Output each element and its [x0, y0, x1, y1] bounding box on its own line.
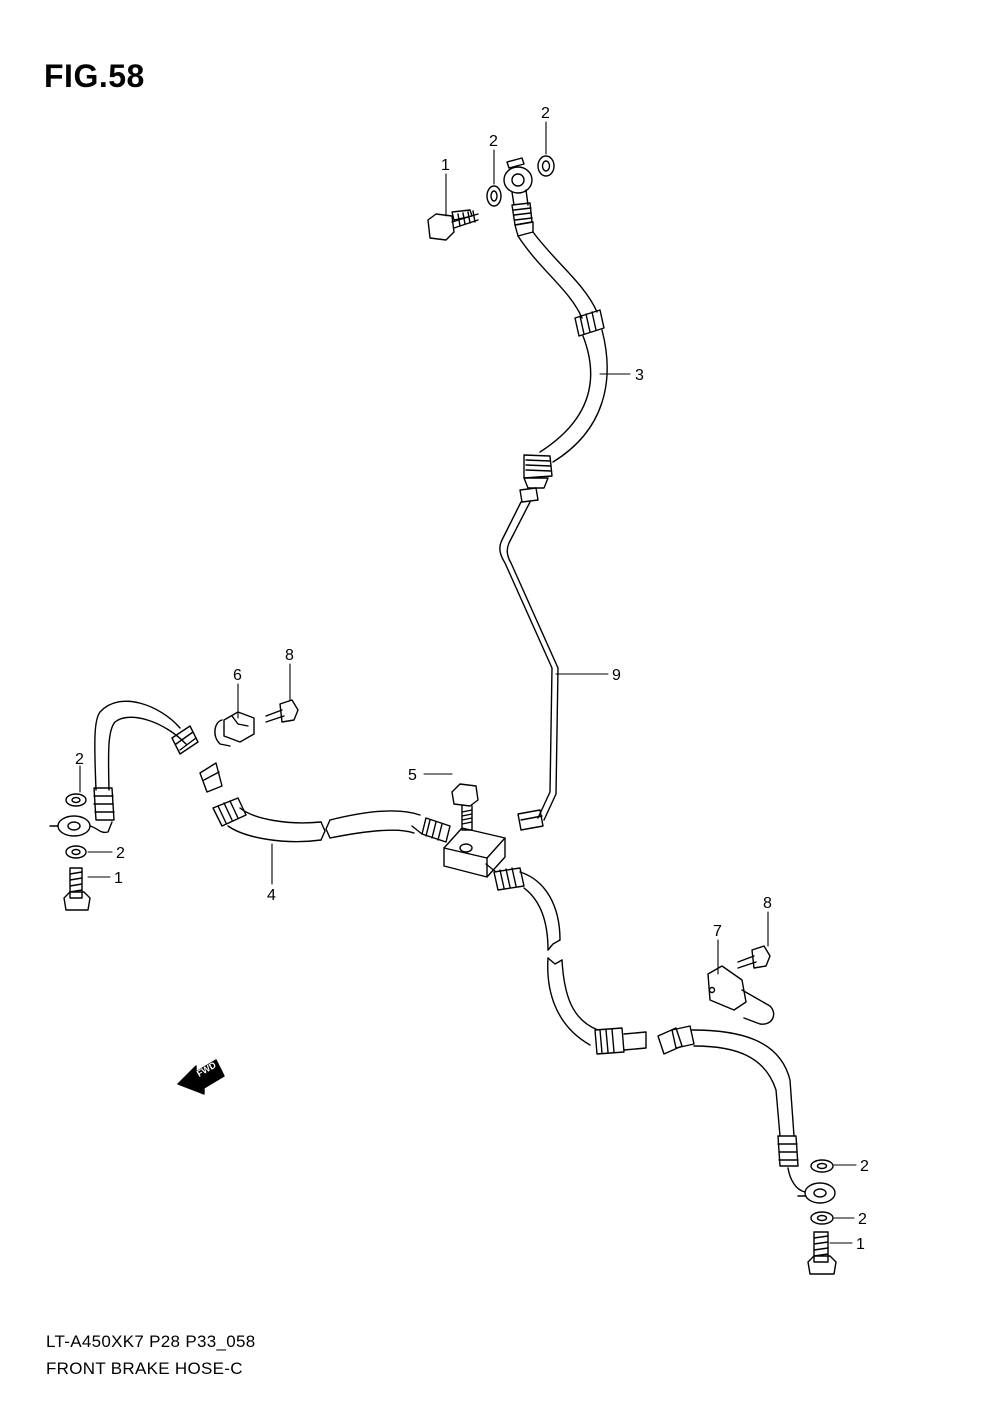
callout-washer-right-b: 2: [858, 1211, 867, 1228]
callout-bolt-joint: 5: [408, 767, 417, 784]
clamp-bolt-left: [265, 699, 299, 723]
callout-bolt-right: 1: [856, 1236, 865, 1253]
callout-washer-left-a: 2: [75, 751, 84, 768]
callout-clamp-right: 7: [713, 923, 722, 940]
leader-lines: [79, 121, 857, 1244]
brake-pipe: [499, 501, 559, 831]
washer-right-a: [810, 1159, 834, 1173]
callout-washer-left-b: 2: [116, 845, 125, 862]
callout-clamp-left: 6: [233, 667, 242, 684]
callout-washer-top-a: 2: [489, 133, 498, 150]
washer-left-a: [65, 793, 87, 807]
callout-bolt-clamp-left: 8: [285, 647, 294, 664]
banjo-bolt-top: [427, 209, 479, 241]
clamp-left: [214, 711, 255, 747]
clamp-right: [707, 965, 775, 1025]
joint-block: [443, 827, 506, 878]
upper-brake-hose: [503, 157, 608, 503]
callout-bolt-clamp-right: 8: [763, 895, 772, 912]
washer-left-b: [65, 845, 87, 859]
right-brake-hose: [485, 863, 836, 1204]
callout-washer-top-b: 2: [541, 105, 550, 122]
callout-washer-right-a: 2: [860, 1158, 869, 1175]
banjo-bolt-left: [63, 867, 91, 911]
callout-hose-left: 4: [267, 887, 276, 904]
clamp-bolt-right: [737, 945, 771, 969]
left-brake-hose: [49, 700, 451, 843]
callout-bolt-left: 1: [114, 870, 123, 887]
washer-right-b: [810, 1211, 834, 1225]
union-bolt-joint: [451, 783, 479, 831]
callout-bolt-top: 1: [441, 157, 450, 174]
banjo-bolt-right: [807, 1231, 837, 1275]
washer-top-b: [537, 155, 555, 177]
callout-pipe: 9: [612, 667, 621, 684]
callout-hose-upper: 3: [635, 367, 644, 384]
part-name: FRONT BRAKE HOSE-C: [46, 1359, 243, 1378]
washer-top-a: [486, 185, 502, 207]
model-code: LT-A450XK7 P28 P33_058: [46, 1332, 256, 1351]
fwd-arrow-icon: [177, 1059, 225, 1095]
figure-title: FIG.58: [44, 58, 145, 94]
